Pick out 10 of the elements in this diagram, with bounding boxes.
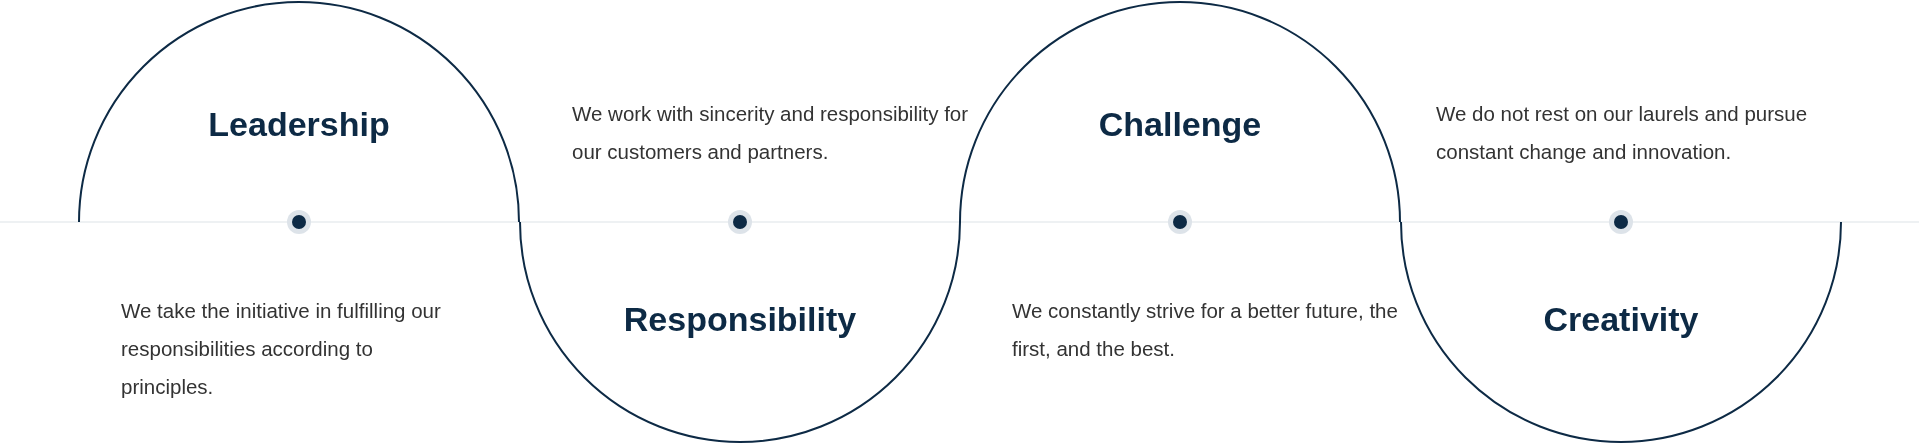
heading: Responsibility [622, 300, 858, 339]
semicircle-shape [78, 1, 520, 222]
description-text: We constantly strive for a better future, the first, and the best. [1012, 298, 1399, 362]
semicircle-shape [519, 222, 961, 443]
heading: Leadership [207, 105, 391, 144]
heading: Creativity [1542, 300, 1700, 339]
semicircle-shape [1400, 222, 1842, 443]
description-text: We work with sincerity and responsibility for our customers and partners. [572, 101, 970, 165]
description-text: We do not rest on our laurels and pursue constant change and innovation. [1436, 101, 1809, 165]
description-text: We take the initiative in fulfilling our responsibilities according to principles. [121, 298, 442, 400]
